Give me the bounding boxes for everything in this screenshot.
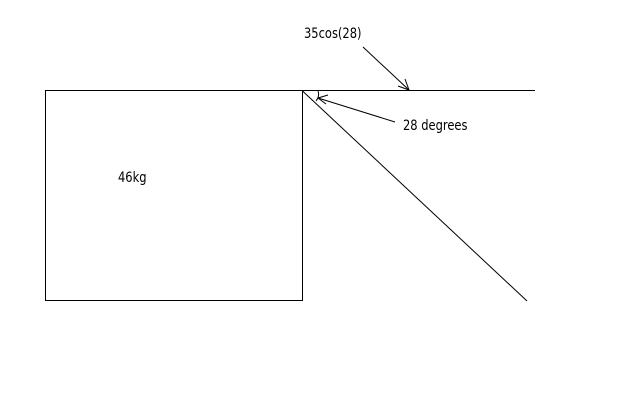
- force-line: [301, 90, 528, 302]
- angle-label-pointer: [317, 94, 396, 123]
- mass-box: [45, 90, 303, 301]
- angle-label: 28 degrees: [403, 118, 468, 134]
- force-component-label: 35cos(28): [304, 26, 362, 42]
- mass-label: 46kg: [118, 170, 147, 186]
- force-label-pointer: [362, 46, 410, 91]
- angle-arc: [315, 90, 320, 102]
